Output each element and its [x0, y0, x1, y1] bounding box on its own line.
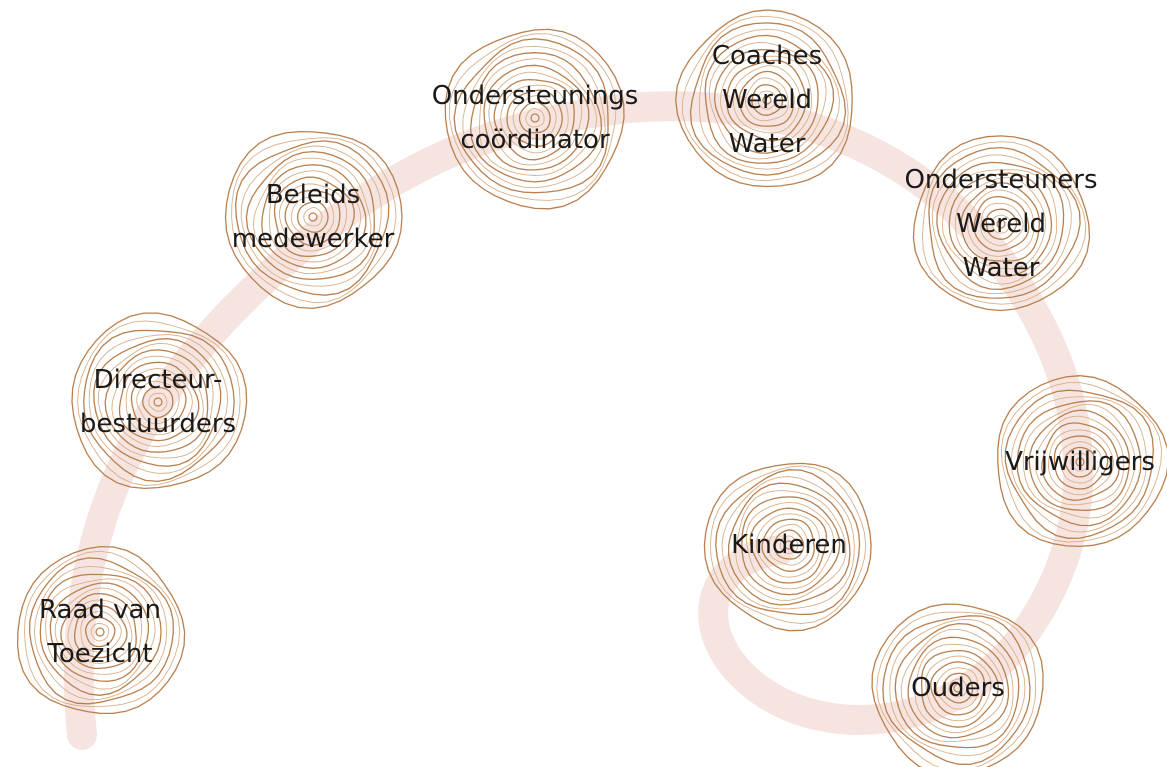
- node-label: Vrijwilligers: [1005, 447, 1155, 477]
- tree-ring-icon: [703, 462, 872, 632]
- node-label: Kinderen: [731, 530, 847, 560]
- node-label-line: Ouders: [911, 673, 1005, 703]
- node-label: Beleids medewerker: [232, 180, 395, 254]
- node-kinderen: Kinderen: [703, 462, 872, 632]
- node-label-line: Raad van: [39, 595, 161, 625]
- node-vrijwilligers: Vrijwilligers: [997, 375, 1167, 548]
- node-ondersteunings-coordinator: Ondersteunings coördinator: [432, 28, 639, 210]
- tree-ring-icon: [224, 130, 403, 310]
- tree-ring-icon: [675, 9, 853, 188]
- node-label-line: Toezicht: [46, 639, 152, 669]
- node-label-line: medewerker: [232, 224, 395, 254]
- node-label-line: Coaches: [712, 41, 822, 71]
- node-label-line: Wereld: [722, 85, 812, 115]
- tree-ring-icon: [912, 135, 1091, 312]
- node-label-line: Kinderen: [731, 530, 847, 560]
- tree-ring-icon: [71, 312, 248, 490]
- tree-ring-icon: [871, 603, 1044, 767]
- tree-ring-icon: [16, 545, 186, 715]
- node-ouders: Ouders: [871, 603, 1044, 767]
- node-label-line: Beleids: [266, 180, 360, 210]
- node-label: Ondersteunings coördinator: [432, 81, 639, 155]
- node-beleids-medewerker: Beleids medewerker: [224, 130, 403, 310]
- connecting-path: [63, 91, 1094, 750]
- node-label-line: bestuurders: [80, 409, 236, 439]
- node-directeur-bestuurders: Directeur-bestuurders: [71, 312, 248, 490]
- node-label-line: Wereld: [956, 209, 1046, 239]
- node-label-line: Water: [963, 253, 1040, 283]
- node-label-line: Water: [729, 129, 806, 159]
- node-label-line: Vrijwilligers: [1005, 447, 1155, 477]
- node-label: Directeur-bestuurders: [80, 365, 236, 439]
- node-label-line: Directeur-: [94, 365, 223, 395]
- node-label: Ouders: [911, 673, 1005, 703]
- node-label-line: Ondersteuners: [904, 165, 1097, 195]
- node-label-line: Ondersteunings: [432, 81, 639, 111]
- tree-ring-icon: [444, 28, 625, 210]
- node-label-line: coördinator: [460, 125, 610, 155]
- tree-ring-icon: [997, 375, 1167, 548]
